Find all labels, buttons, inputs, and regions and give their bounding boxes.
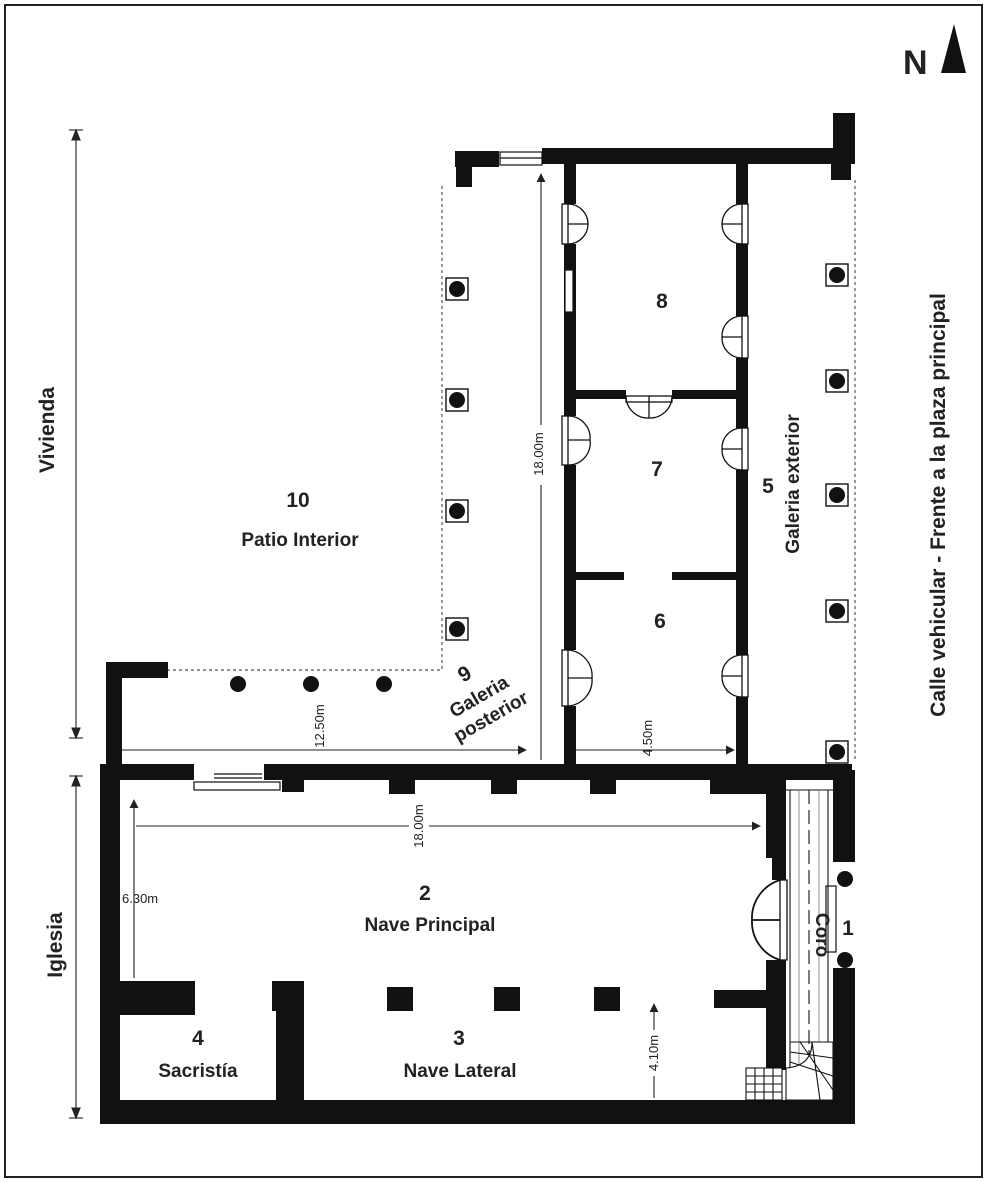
label-vivienda: Vivienda bbox=[36, 387, 59, 473]
dim-4-50: 4.50m bbox=[640, 720, 655, 756]
dim-label-bg bbox=[643, 1030, 665, 1076]
room-2-name: Nave Principal bbox=[365, 915, 496, 936]
room-4-name: Sacristía bbox=[158, 1061, 238, 1082]
column bbox=[230, 676, 246, 692]
dim-6-30: 6.30m bbox=[122, 891, 158, 906]
walls bbox=[100, 113, 855, 1124]
column bbox=[445, 277, 469, 301]
north-label: N bbox=[903, 44, 928, 82]
room-3-name: Nave Lateral bbox=[403, 1061, 516, 1082]
gallery-edges bbox=[168, 180, 856, 762]
column bbox=[825, 599, 849, 623]
gallery-columns bbox=[230, 263, 849, 764]
coro-label: Coro bbox=[811, 913, 832, 957]
door bbox=[721, 315, 749, 359]
column bbox=[825, 263, 849, 287]
dim-label-bg bbox=[409, 808, 429, 850]
door bbox=[721, 427, 749, 471]
door bbox=[561, 415, 591, 466]
column bbox=[825, 483, 849, 507]
column bbox=[376, 676, 392, 692]
door bbox=[721, 203, 749, 245]
dim-18-00-horizontal: 18.00m bbox=[411, 804, 426, 847]
door bbox=[721, 654, 749, 698]
room-2-number: 2 bbox=[419, 882, 431, 905]
door bbox=[625, 395, 673, 419]
column bbox=[445, 617, 469, 641]
room-10-name: Patio Interior bbox=[241, 530, 359, 551]
stair bbox=[745, 1041, 834, 1101]
room-8-number: 8 bbox=[656, 290, 668, 313]
dim-12-50: 12.50m bbox=[312, 704, 327, 747]
label-street: Calle vehicular - Frente a la plaza prin… bbox=[927, 293, 950, 717]
door bbox=[561, 203, 589, 245]
room-5-name: Galeria exterior bbox=[783, 414, 804, 554]
column bbox=[825, 740, 849, 764]
room-10-number: 10 bbox=[286, 489, 309, 512]
room-9-number: 9 bbox=[454, 661, 476, 687]
page-frame bbox=[4, 4, 983, 1178]
column bbox=[445, 499, 469, 523]
room-5-number: 5 bbox=[762, 475, 774, 498]
door bbox=[561, 649, 593, 707]
windows bbox=[193, 151, 837, 953]
dim-label-bg bbox=[528, 425, 548, 485]
room-1-number: 1 bbox=[842, 917, 854, 940]
room-7-number: 7 bbox=[651, 458, 663, 481]
column bbox=[303, 676, 319, 692]
doors bbox=[561, 203, 788, 961]
dim-18-00-vertical: 18.00m bbox=[531, 432, 546, 475]
room-3-number: 3 bbox=[453, 1027, 465, 1050]
main-door bbox=[751, 879, 788, 961]
choir-loft bbox=[786, 789, 833, 1068]
room-6-number: 6 bbox=[654, 610, 666, 633]
dim-4-10: 4.10m bbox=[646, 1035, 661, 1071]
room-4-number: 4 bbox=[192, 1027, 204, 1050]
label-iglesia: Iglesia bbox=[44, 912, 67, 978]
column bbox=[445, 388, 469, 412]
north-arrow-icon bbox=[941, 24, 966, 73]
column bbox=[825, 369, 849, 393]
north-arrow: N bbox=[903, 24, 966, 82]
